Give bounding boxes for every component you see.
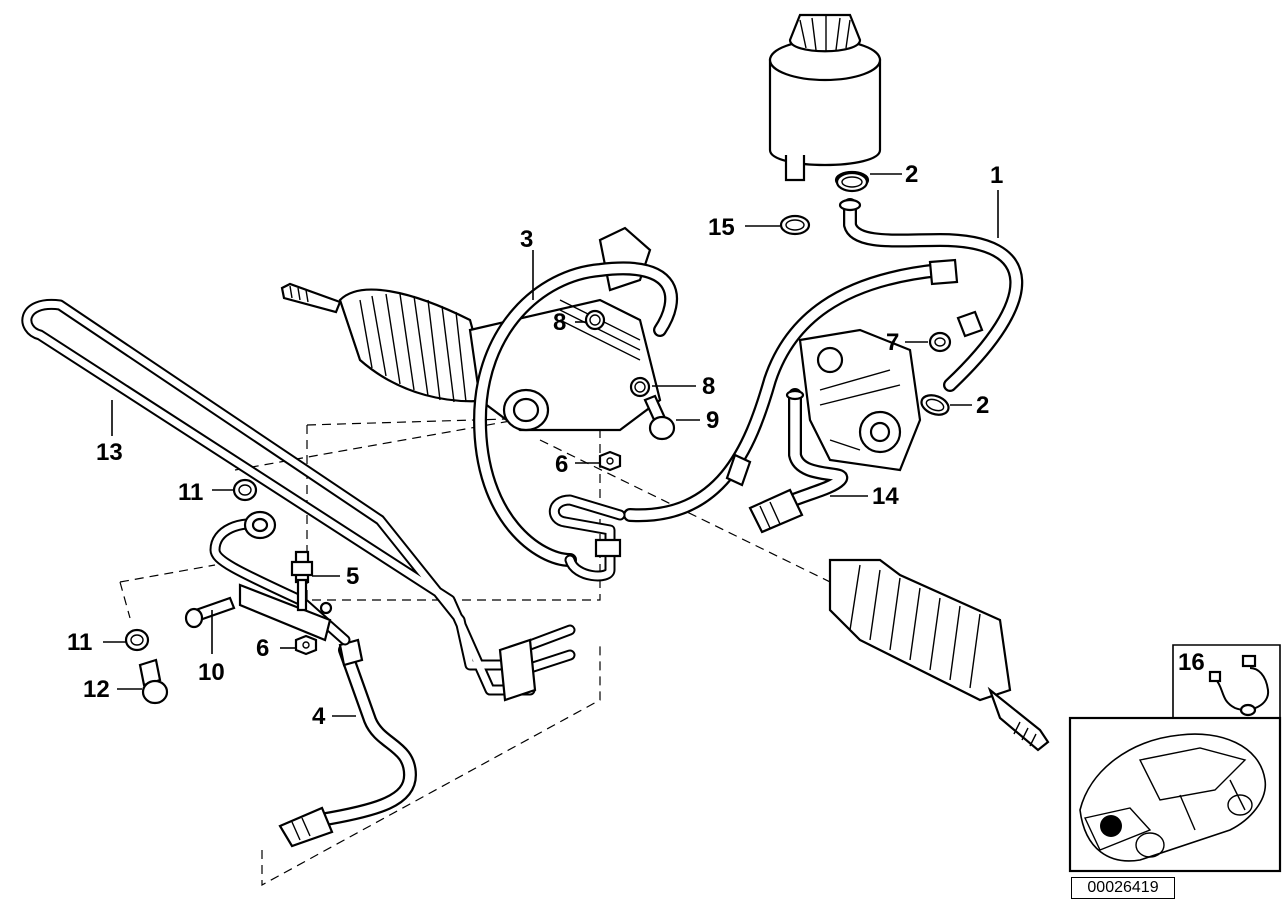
callout-4: 4 [312,703,326,730]
hose-3 [473,261,679,567]
callout-13: 13 [96,439,123,466]
inset-car-locator [1068,716,1282,873]
document-number: 00026419 [1071,877,1175,899]
callout-6-lower: 6 [256,635,269,662]
callout-11-lower: 11 [67,629,92,656]
callout-5: 5 [346,563,359,590]
locator-marker [1100,815,1122,837]
small-parts [124,171,984,705]
pressure-hose [623,258,959,523]
callout-labels: 2 1 2 3 15 8 8 9 6 7 14 13 11 5 10 11 6 … [67,161,1003,730]
callout-1: 1 [990,162,1003,189]
callout-9: 9 [706,407,719,434]
steering-rack-left-boot [280,282,494,403]
callout-16: 16 [1178,649,1205,676]
callout-6-upper: 6 [555,451,568,478]
callout-14: 14 [872,483,899,510]
hose-14 [748,388,849,534]
hose-1 [838,198,1024,392]
fluid-reservoir [768,13,882,190]
callout-15: 15 [708,214,735,241]
callout-2-right: 2 [976,392,989,419]
callout-8-upper: 8 [553,309,566,336]
power-steering-pump [798,328,922,472]
steering-rack-right-boot [828,558,1050,752]
leader-lines [103,173,999,717]
callout-7: 7 [886,329,899,356]
callout-11-upper: 11 [178,479,203,506]
hose-4 [278,638,417,848]
callout-10: 10 [198,659,225,686]
callout-8-lower: 8 [702,373,715,400]
callout-3: 3 [520,226,533,253]
callout-12: 12 [83,676,110,703]
inset-part-16: 16 [1172,644,1281,745]
callout-2-top: 2 [905,161,918,188]
cooler-pipe-13 [21,298,576,702]
pipe-loop-assembly [548,494,626,582]
steering-rack-housing [468,226,662,432]
